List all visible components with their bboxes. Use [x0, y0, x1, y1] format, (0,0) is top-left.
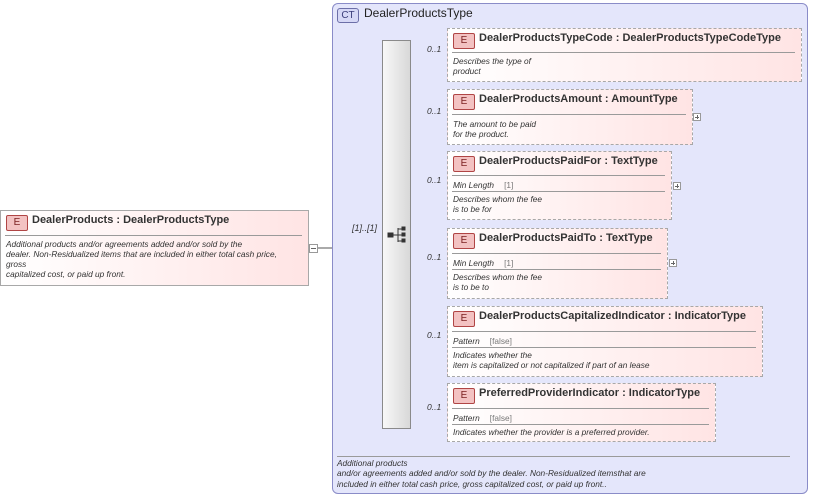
expand-toggle[interactable] [669, 259, 677, 267]
element-documentation: Additional products and/or agreements ad… [6, 239, 277, 279]
complex-type-documentation: Additional products and/or agreements ad… [337, 458, 646, 489]
element-separator [5, 235, 302, 236]
element-separator [452, 331, 756, 332]
element-dealer-products-amount[interactable]: E DealerProductsAmount : AmountType The … [447, 89, 693, 145]
sequence-icon [387, 226, 406, 243]
element-badge: E [453, 33, 475, 49]
element-documentation: Describes the type of product [453, 56, 531, 76]
element-separator [452, 191, 665, 192]
facet-pattern: Pattern[false] [453, 413, 512, 423]
expand-toggle[interactable] [693, 113, 701, 121]
element-preferred-provider-indicator[interactable]: E PreferredProviderIndicator : Indicator… [447, 383, 716, 442]
element-separator [452, 408, 709, 409]
occurrence-label: 0..1 [427, 252, 442, 262]
element-separator [452, 175, 665, 176]
element-separator [452, 52, 795, 53]
element-documentation: The amount to be paid for the product. [453, 119, 537, 139]
occurrence-label: 0..1 [427, 106, 442, 116]
element-separator [452, 253, 661, 254]
element-separator [452, 269, 661, 270]
element-dealer-products-type-code[interactable]: E DealerProductsTypeCode : DealerProduct… [447, 28, 802, 82]
element-dealer-products-paid-to[interactable]: E DealerProductsPaidTo : TextType Min Le… [447, 228, 668, 299]
complex-type-title: DealerProductsType [364, 6, 473, 20]
element-dealer-products-capitalized-indicator[interactable]: E DealerProductsCapitalizedIndicator : I… [447, 306, 763, 377]
complex-type-badge: CT [337, 8, 359, 23]
element-title: DealerProductsCapitalizedIndicator : Ind… [479, 310, 746, 322]
element-badge: E [453, 311, 475, 327]
element-separator [452, 114, 686, 115]
occurrence-label: 0..1 [427, 175, 442, 185]
occurrence-label: 0..1 [427, 330, 442, 340]
expand-toggle[interactable] [673, 182, 681, 190]
element-dealer-products-paid-for[interactable]: E DealerProductsPaidFor : TextType Min L… [447, 151, 672, 220]
element-title: DealerProductsAmount : AmountType [479, 93, 678, 105]
element-title: DealerProductsPaidFor : TextType [479, 155, 658, 167]
element-documentation: Describes whom the fee is to be for [453, 194, 543, 214]
occurrence-label: 0..1 [427, 402, 442, 412]
complex-type-separator [337, 456, 790, 457]
occurrence-label: 0..1 [427, 44, 442, 54]
root-element-dealer-products[interactable]: E DealerProducts : DealerProductsType Ad… [0, 210, 309, 286]
element-separator [452, 424, 709, 425]
element-badge: E [453, 233, 475, 249]
facet-min-length: Min Length[1] [453, 180, 514, 190]
element-documentation: Indicates whether the item is capitalize… [453, 350, 650, 370]
collapse-toggle[interactable] [309, 244, 318, 253]
sequence-compositor[interactable] [382, 40, 411, 429]
sequence-occurrence: [1]..[1] [352, 223, 378, 233]
element-title: DealerProductsTypeCode : DealerProductsT… [479, 32, 781, 44]
element-badge: E [453, 388, 475, 404]
element-badge: E [453, 94, 475, 110]
element-separator [452, 347, 756, 348]
facet-pattern: Pattern[false] [453, 336, 512, 346]
element-documentation: Indicates whether the provider is a pref… [453, 427, 650, 437]
facet-min-length: Min Length[1] [453, 258, 514, 268]
element-title: DealerProductsPaidTo : TextType [479, 232, 653, 244]
element-title: DealerProducts : DealerProductsType [32, 214, 230, 226]
element-badge: E [453, 156, 475, 172]
element-badge: E [6, 215, 28, 231]
element-title: PreferredProviderIndicator : IndicatorTy… [479, 387, 701, 399]
element-documentation: Describes whom the fee is to be to [453, 272, 543, 292]
